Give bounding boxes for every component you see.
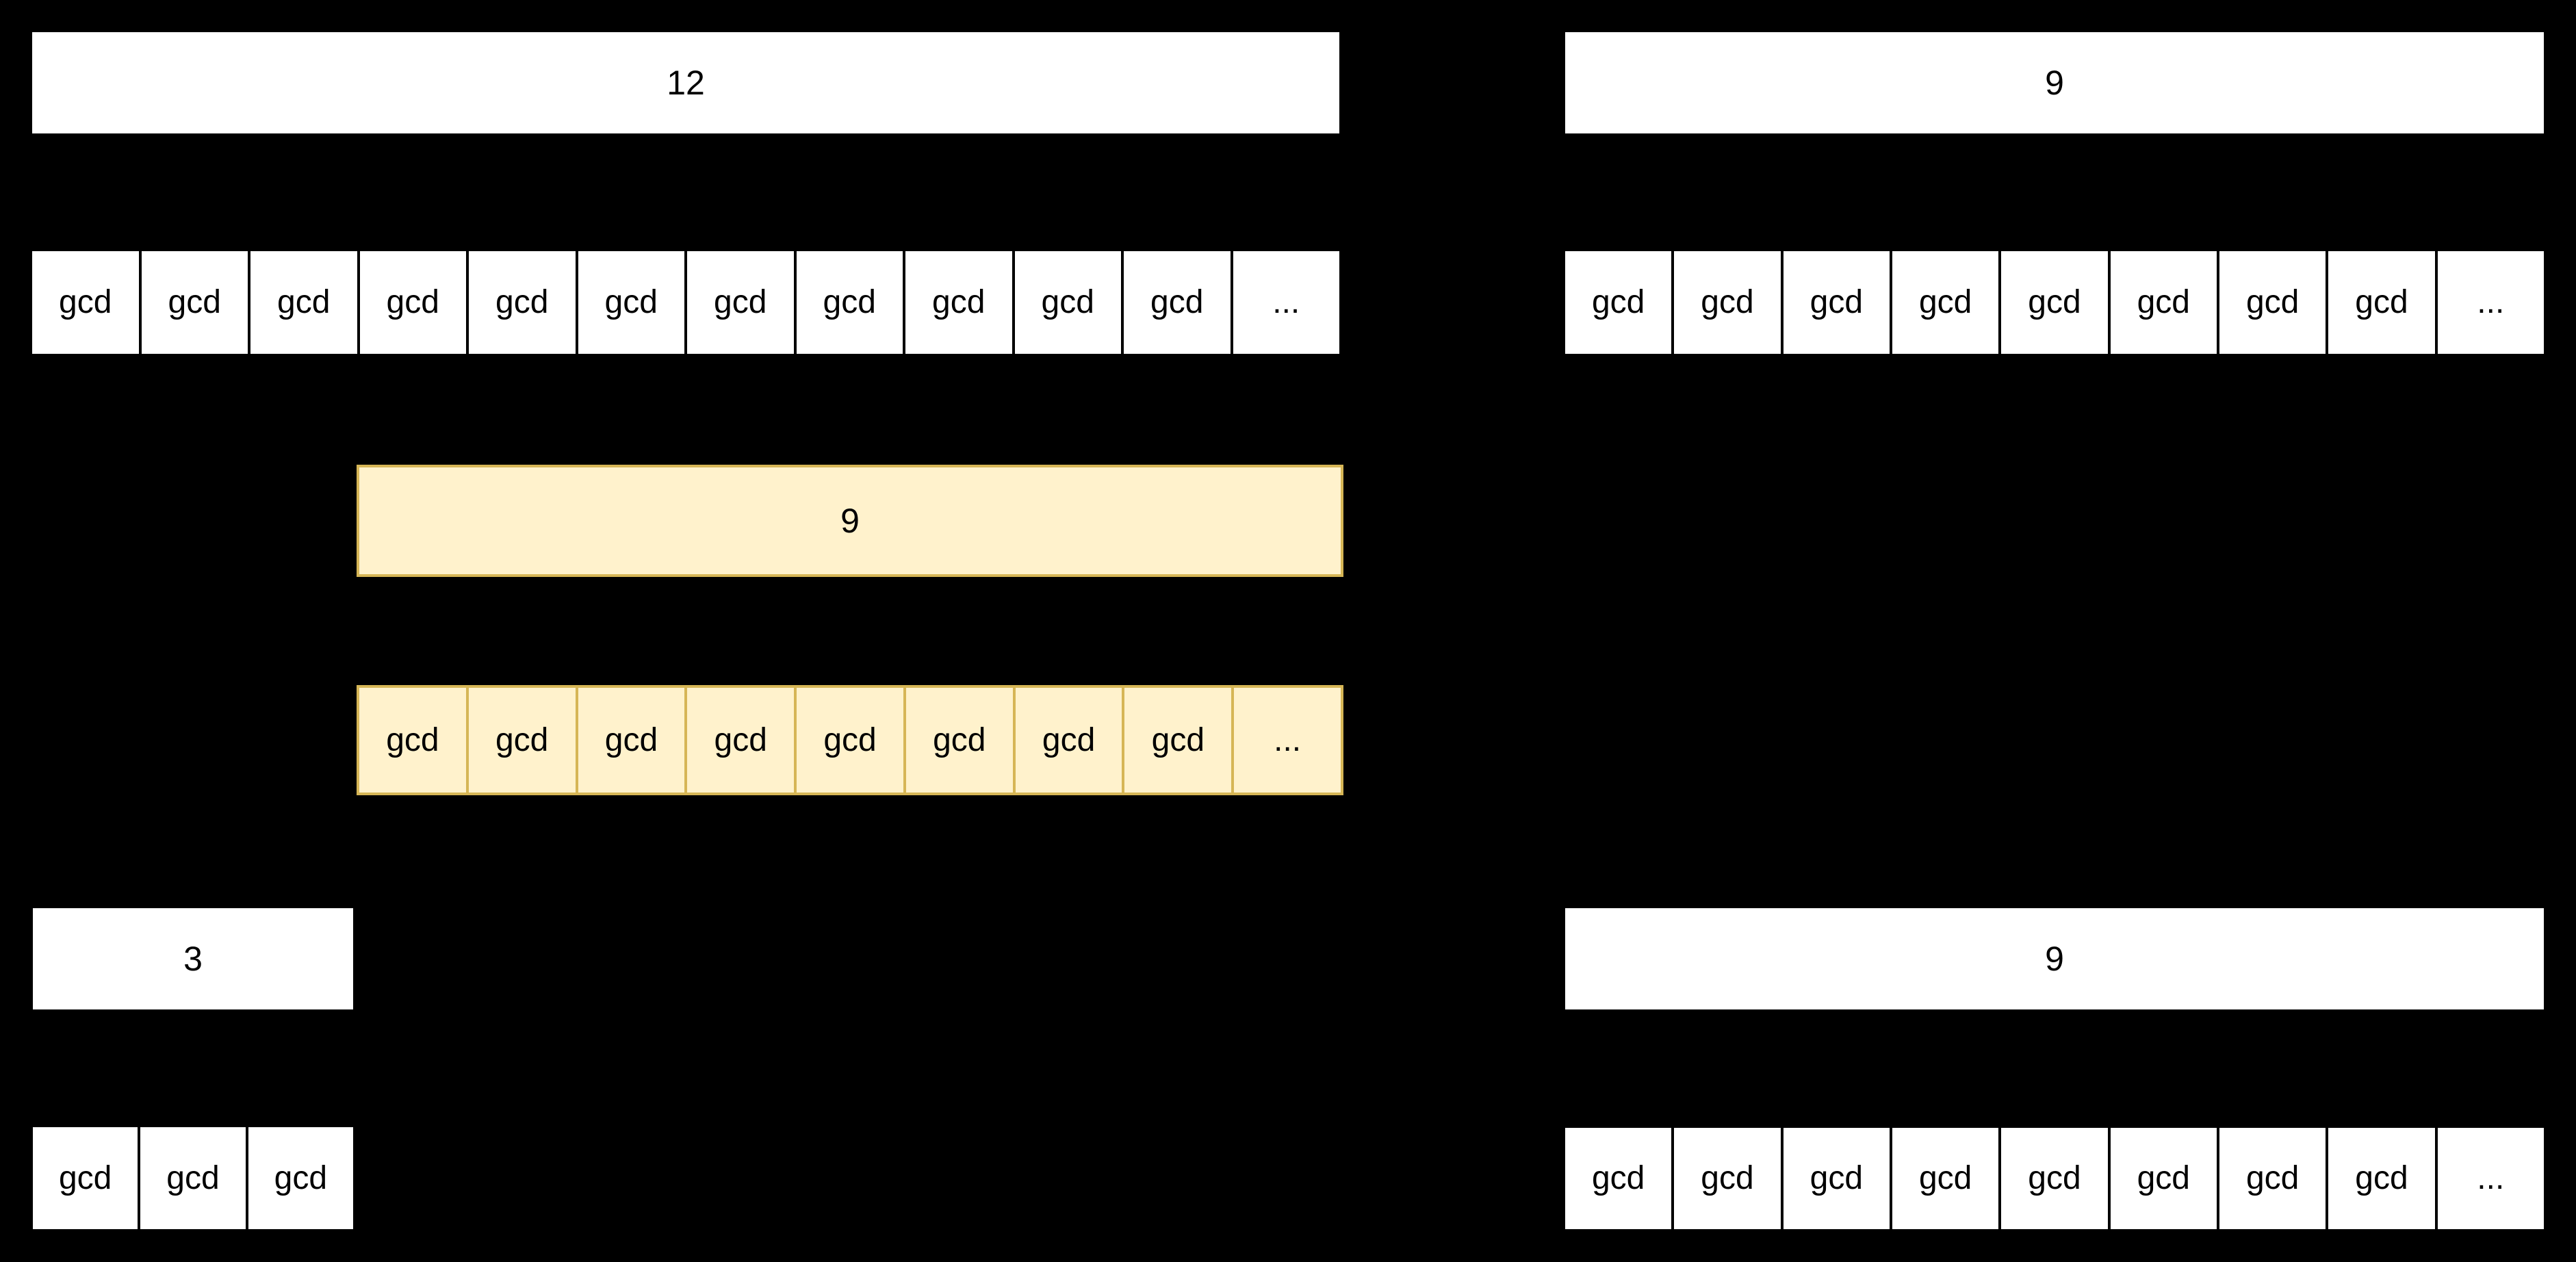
gcd-cell: gcd bbox=[793, 248, 905, 357]
gcd-cell: gcd bbox=[245, 1124, 356, 1232]
gcd-cell: gcd bbox=[794, 685, 906, 795]
gcd-cell: gcd bbox=[465, 685, 578, 795]
gcd-cell: gcd bbox=[1012, 685, 1125, 795]
ellipsis-cell: ... bbox=[2434, 1125, 2547, 1232]
gcd-cell: gcd bbox=[1998, 248, 2111, 357]
gcd-cell: gcd bbox=[1012, 248, 1124, 357]
gcd-cell: gcd bbox=[903, 248, 1015, 357]
gcd-cell: gcd bbox=[1889, 248, 2002, 357]
gcd-cell: gcd bbox=[1889, 1125, 2002, 1232]
gcd-cell: gcd bbox=[357, 685, 469, 795]
gcd-cell: gcd bbox=[684, 685, 797, 795]
gcd-cell: gcd bbox=[1780, 1125, 1892, 1232]
value-bar-12: 12 bbox=[29, 29, 1342, 136]
ellipsis-cell: ... bbox=[1230, 248, 1342, 357]
gcd-cell: gcd bbox=[2216, 1125, 2329, 1232]
gcd-cell: gcd bbox=[1122, 685, 1235, 795]
value-bar-9-highlighted: 9 bbox=[357, 465, 1343, 577]
gcd-cell: gcd bbox=[466, 248, 578, 357]
gcd-cell: gcd bbox=[138, 248, 250, 357]
gcd-cell: gcd bbox=[2107, 248, 2219, 357]
ellipsis-cell: ... bbox=[1231, 685, 1344, 795]
gcd-cell: gcd bbox=[1671, 248, 1783, 357]
gcd-cell: gcd bbox=[2216, 248, 2329, 357]
gcd-cell: gcd bbox=[248, 248, 360, 357]
gcd-cell: gcd bbox=[357, 248, 469, 357]
gcd-cell: gcd bbox=[1780, 248, 1892, 357]
gcd-cell: gcd bbox=[575, 248, 687, 357]
gcd-cell: gcd bbox=[684, 248, 797, 357]
gcd-cell: gcd bbox=[2107, 1125, 2219, 1232]
gcd-cell: gcd bbox=[29, 248, 142, 357]
gcd-cell: gcd bbox=[1562, 1125, 1675, 1232]
value-bar-9-right-bottom: 9 bbox=[1562, 905, 2547, 1012]
gcd-cell: gcd bbox=[1998, 1125, 2111, 1232]
value-bar-3: 3 bbox=[30, 905, 356, 1012]
gcd-cell: gcd bbox=[2326, 1125, 2438, 1232]
gcd-cell: gcd bbox=[903, 685, 1016, 795]
value-bar-9-right-top: 9 bbox=[1562, 29, 2547, 136]
gcd-cell: gcd bbox=[1671, 1125, 1783, 1232]
gcd-cell: gcd bbox=[575, 685, 688, 795]
gcd-cell: gcd bbox=[138, 1124, 248, 1232]
gcd-cell: gcd bbox=[30, 1124, 141, 1232]
gcd-cell: gcd bbox=[1121, 248, 1233, 357]
ellipsis-cell: ... bbox=[2434, 248, 2547, 357]
gcd-cell: gcd bbox=[1562, 248, 1675, 357]
gcd-cell: gcd bbox=[2326, 248, 2438, 357]
